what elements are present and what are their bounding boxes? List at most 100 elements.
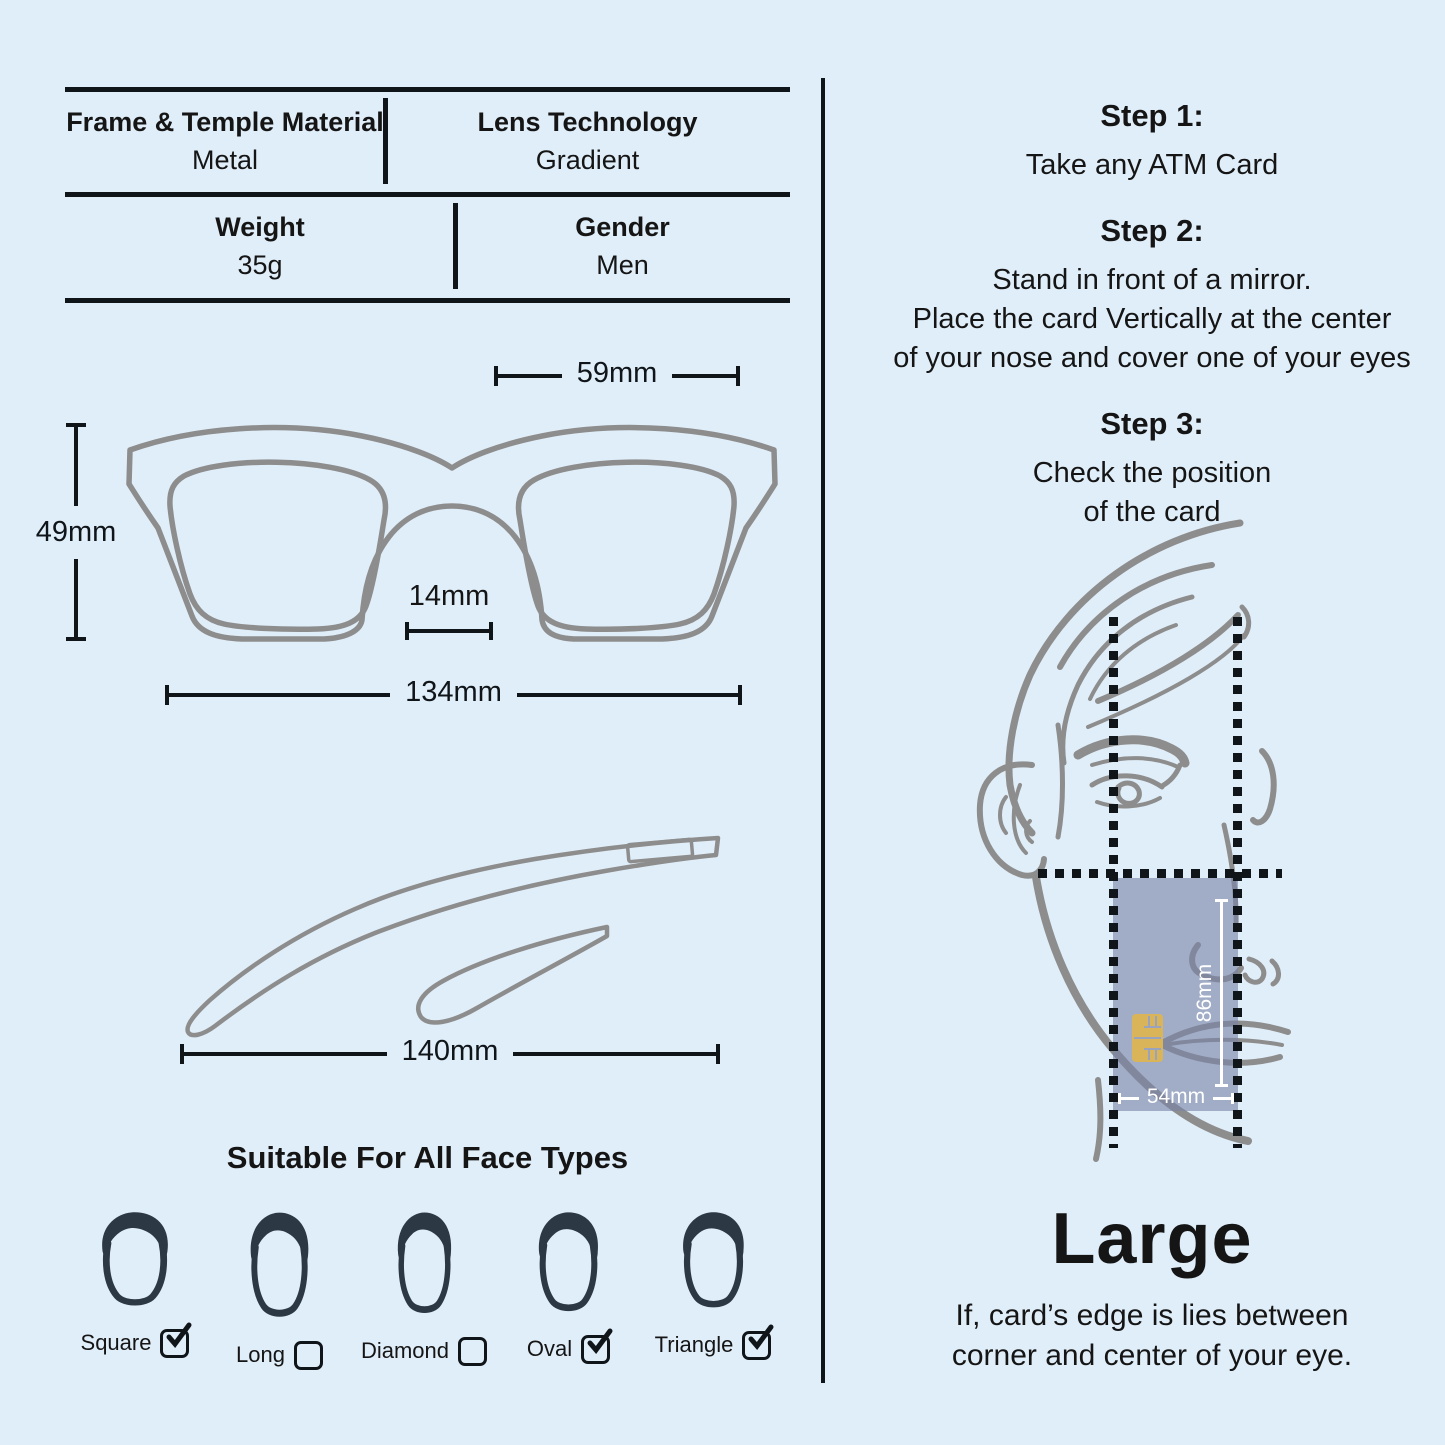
dimension-line	[513, 1052, 717, 1056]
lens-width-dimension: 59mm	[494, 357, 741, 390]
spec-value: Men	[596, 249, 649, 280]
dimension-line	[74, 427, 78, 506]
dimension-line	[1121, 1096, 1139, 1100]
spec-cell-lens-tech: Lens Technology Gradient	[385, 92, 790, 190]
long-face-icon	[240, 1208, 319, 1324]
left-dotted-guide	[1109, 617, 1118, 1148]
dimension-line	[498, 374, 562, 378]
check-mark-icon	[748, 1324, 774, 1350]
spec-label: Lens Technology	[477, 106, 698, 137]
dimension-tick	[66, 423, 86, 427]
spec-cell-weight: Weight 35g	[65, 197, 455, 295]
result-note: If, card’s edge is lies between corner a…	[951, 1299, 1353, 1372]
dimension-tick	[405, 622, 409, 640]
dimension-tick	[736, 366, 741, 386]
lens-height-value: 49mm	[35, 515, 117, 548]
dimension-line	[516, 693, 739, 697]
face-type-label: Oval	[526, 1336, 573, 1361]
face-types-title: Suitable For All Face Types	[226, 1140, 629, 1175]
spec-label: Frame & Temple Material	[66, 106, 384, 137]
spec-value: Gradient	[535, 144, 640, 175]
lens-height-dimension: 49mm	[20, 423, 132, 641]
spec-cell-gender: Gender Men	[455, 197, 790, 295]
bridge-value: 14mm	[408, 580, 490, 612]
card-height-tick	[1215, 1084, 1228, 1087]
step-1-title: Step 1:	[1100, 98, 1204, 133]
spec-table: Frame & Temple Material Metal Lens Techn…	[65, 87, 790, 305]
atm-card-overlay	[1113, 878, 1238, 1111]
frame-width-value: 134mm	[405, 675, 502, 708]
face-type-triangle: Triangle	[646, 1208, 780, 1370]
check-mark-icon	[166, 1322, 192, 1348]
lens-width-value: 59mm	[576, 356, 658, 389]
card-width-dimension: 54mm	[1118, 1085, 1235, 1109]
temple-length-value: 140mm	[401, 1034, 499, 1067]
card-width-value: 54mm	[1146, 1085, 1206, 1108]
step-2-body: Stand in front of a mirror. Place the ca…	[893, 264, 1411, 374]
bridge-dimension: 14mm	[405, 580, 493, 640]
face-type-square: Square	[68, 1208, 202, 1370]
step-1-body: Take any ATM Card	[1025, 149, 1279, 181]
dimension-tick	[489, 622, 493, 640]
dimension-tick	[738, 685, 743, 705]
table-divider	[453, 203, 458, 289]
face-type-label: Diamond	[360, 1338, 450, 1363]
card-height-line	[1220, 901, 1223, 1086]
card-height-value: 86mm	[1193, 963, 1216, 1023]
step-3-title: Step 3:	[1100, 406, 1204, 441]
checkbox-icon	[160, 1322, 192, 1358]
dimension-line	[409, 629, 489, 633]
right-dotted-guide	[1233, 617, 1242, 1148]
dimension-line	[184, 1052, 387, 1056]
dimension-line	[405, 622, 493, 640]
face-type-label: Square	[80, 1330, 152, 1355]
temple-arm-illustration	[185, 835, 721, 1038]
face-type-caption: Triangle	[655, 1324, 774, 1360]
eye-level-dotted-guide	[1038, 869, 1282, 878]
face-type-long: Long	[213, 1208, 347, 1370]
spec-value: Metal	[191, 144, 259, 175]
checkbox-icon	[293, 1340, 323, 1370]
table-divider	[383, 98, 388, 184]
size-guide-steps: Step 1: Take any ATM Card Step 2: Stand …	[852, 98, 1445, 532]
card-chip-icon	[1132, 1014, 1163, 1062]
glasses-front-illustration	[126, 424, 778, 642]
check-mark-icon	[587, 1328, 613, 1354]
spec-row-2: Weight 35g Gender Men	[65, 197, 790, 295]
dimension-tick	[1118, 1092, 1121, 1104]
step-3-body: Check the position of the card	[1032, 457, 1272, 528]
dimension-tick	[1231, 1092, 1235, 1104]
card-height-tick	[1215, 899, 1228, 902]
column-divider	[821, 78, 825, 1383]
spec-label: Gender	[575, 211, 670, 242]
spec-cell-material: Frame & Temple Material Metal	[65, 92, 385, 190]
dimension-line	[74, 558, 78, 637]
face-type-diamond: Diamond	[357, 1208, 491, 1370]
dimension-tick	[66, 637, 86, 641]
face-type-oval: Oval	[502, 1208, 636, 1370]
table-border-bottom	[65, 298, 790, 303]
table-border-middle	[65, 192, 790, 197]
face-type-caption: Square	[80, 1322, 192, 1358]
spec-label: Weight	[215, 211, 305, 242]
dimension-tick	[716, 1044, 721, 1064]
step-2-title: Step 2:	[1100, 213, 1204, 248]
temple-length-dimension: 140mm	[180, 1035, 721, 1068]
spec-row-1: Frame & Temple Material Metal Lens Techn…	[65, 92, 790, 190]
dimension-line	[1213, 1096, 1232, 1100]
face-type-caption: Diamond	[360, 1336, 488, 1366]
frame-width-dimension: 134mm	[165, 676, 743, 709]
dimension-tick	[180, 1044, 184, 1064]
dimension-line	[169, 693, 391, 697]
oval-face-icon	[528, 1208, 609, 1318]
dimension-tick	[494, 366, 498, 386]
face-type-caption: Oval	[526, 1328, 613, 1364]
checkbox-icon	[742, 1324, 774, 1360]
square-face-icon	[90, 1208, 180, 1312]
checkbox-icon	[581, 1328, 613, 1364]
checkbox-icon	[458, 1336, 488, 1366]
table-border-top	[65, 87, 790, 92]
face-type-label: Long	[236, 1342, 285, 1367]
spec-value: 35g	[237, 249, 283, 280]
